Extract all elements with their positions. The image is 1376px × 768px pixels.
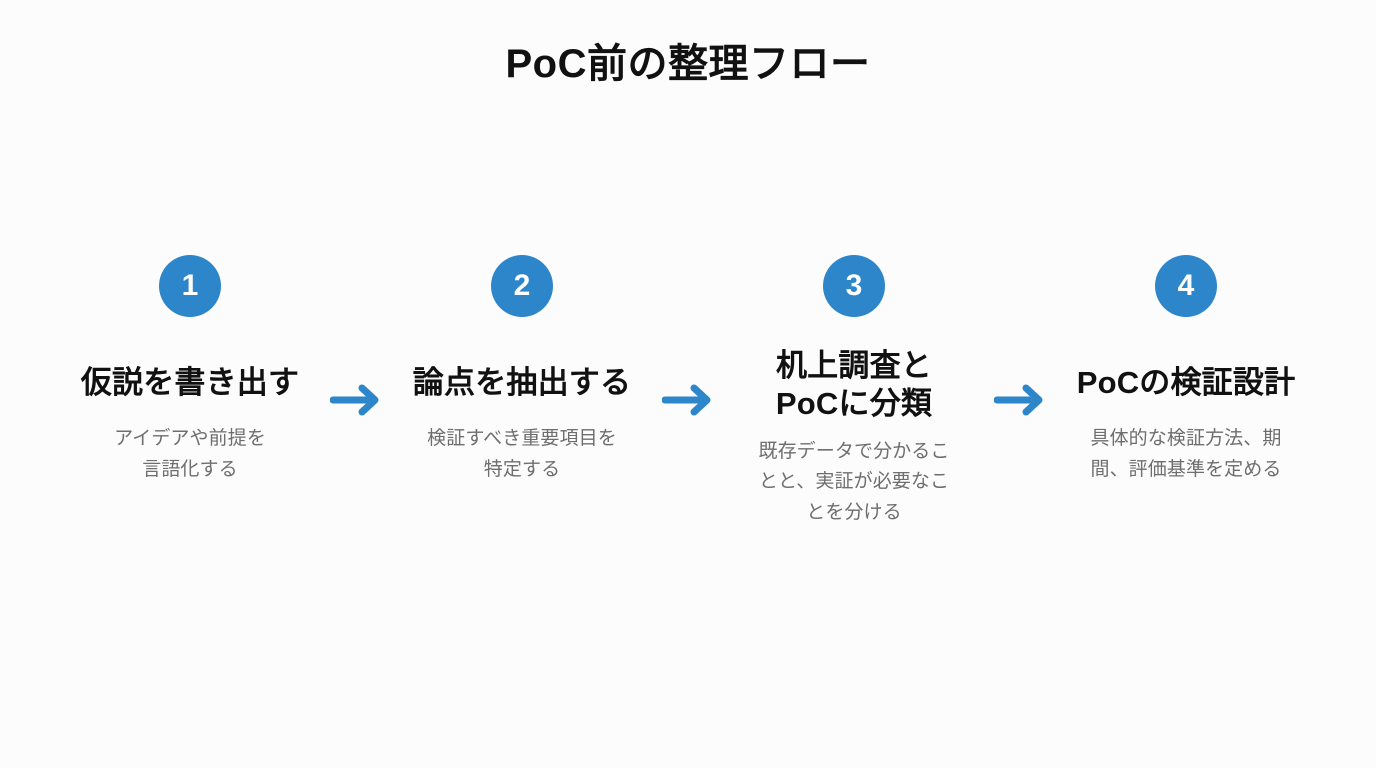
- flow-step-4: 4 PoCの検証設計 具体的な検証方法、期 間、評価基準を定める: [1051, 255, 1321, 485]
- step-title-2: 論点を抽出する: [412, 365, 632, 400]
- arrow-right-icon-3: [989, 381, 1051, 419]
- step-number-label: 4: [1177, 269, 1195, 302]
- step-number-badge-1: 1: [159, 255, 221, 317]
- step-number-badge-2: 2: [491, 255, 553, 317]
- step-title-3: 机上調査と PoCに分類: [775, 348, 933, 421]
- step-title-1: 仮説を書き出す: [80, 365, 300, 400]
- step-title-4: PoCの検証設計: [1076, 365, 1296, 400]
- process-flow: 1 仮説を書き出す アイデアや前提を 言語化する 2 論点を抽出する 検証すべき…: [0, 255, 1376, 529]
- step-number-label: 1: [181, 269, 199, 302]
- step-description-2: 検証すべき重要項目を 特定する: [427, 427, 617, 480]
- step-number-badge-3: 3: [823, 255, 885, 317]
- arrow-right-icon-1: [325, 381, 387, 419]
- step-description-4: 具体的な検証方法、期 間、評価基準を定める: [1090, 427, 1282, 480]
- flow-step-2: 2 論点を抽出する 検証すべき重要項目を 特定する: [387, 255, 657, 485]
- step-number-label: 3: [845, 269, 863, 302]
- step-number-badge-4: 4: [1155, 255, 1217, 317]
- step-description-1: アイデアや前提を 言語化する: [114, 427, 266, 480]
- page-title: PoC前の整理フロー: [505, 42, 871, 86]
- arrow-right-icon-2: [657, 381, 719, 419]
- flow-step-3: 3 机上調査と PoCに分類 既存データで分かるこ とと、実証が必要なこ とを分…: [719, 255, 989, 529]
- step-description-3: 既存データで分かるこ とと、実証が必要なこ とを分ける: [758, 440, 950, 524]
- step-number-label: 2: [513, 269, 531, 302]
- flow-step-1: 1 仮説を書き出す アイデアや前提を 言語化する: [55, 255, 325, 485]
